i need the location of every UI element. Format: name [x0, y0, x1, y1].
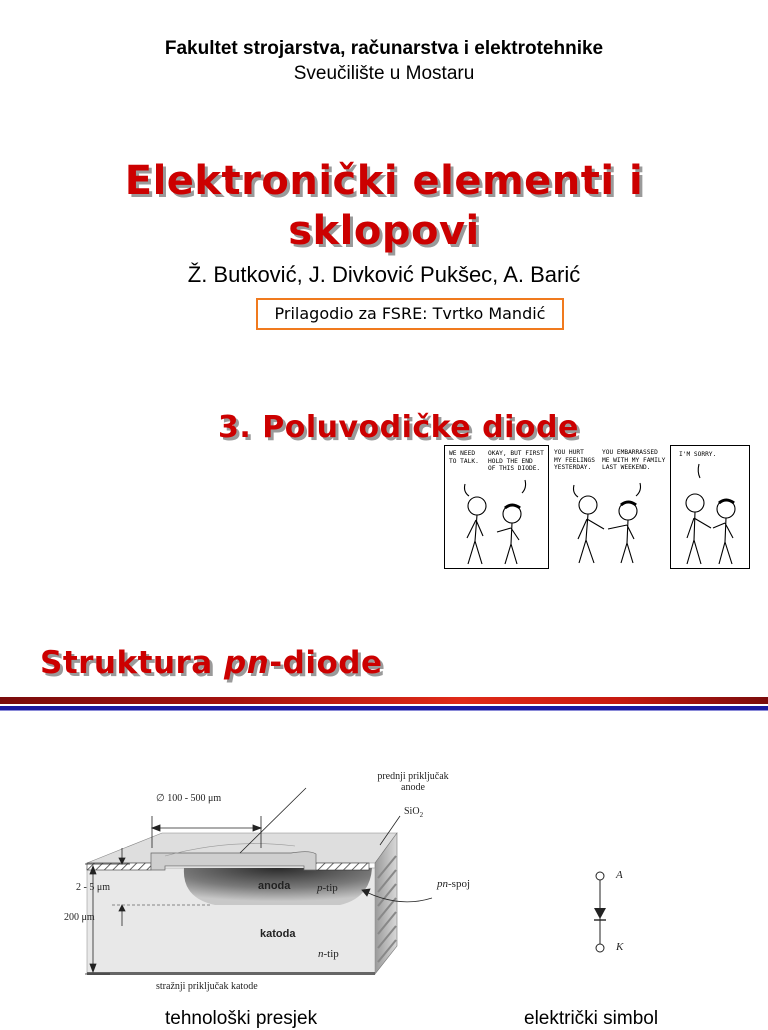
diode-cross-section-figure: ∅ 100 - 500 μm prednji priključak anode … — [64, 768, 470, 1000]
section-title: Struktura pn-diode — [40, 645, 382, 681]
p-type-italic: p — [317, 882, 323, 894]
back-contact-label: stražnji priključak katode — [156, 981, 258, 992]
n-type-label: n-tip — [318, 948, 339, 960]
anode-terminal-label: A — [616, 869, 623, 881]
front-contact-label: prednji priključak anode — [358, 771, 468, 793]
junction-suffix: -spoj — [448, 878, 470, 890]
caption-cross-section: tehnološki presjek — [165, 1008, 318, 1029]
anode-label: anoda — [258, 880, 291, 892]
divider-red — [0, 697, 768, 704]
diameter-label: ∅ 100 - 500 μm — [156, 793, 222, 804]
junction-italic: pn — [437, 878, 448, 890]
title-prefix: Struktura — [40, 645, 225, 681]
p-type-suffix: -tip — [322, 882, 338, 894]
comic-panel-3: I'M SORRY. — [670, 445, 750, 569]
p-type-label: p-tip — [317, 882, 338, 894]
comic-speech: OKAY, BUT FIRST HOLD THE END OF THIS DIO… — [488, 450, 544, 473]
oxide-label: SiO2 — [404, 806, 423, 819]
comic-panel-1: WE NEED TO TALK. OKAY, BUT FIRST HOLD TH… — [444, 445, 549, 569]
comic-speech: YOU HURT MY FEELINGS YESTERDAY. — [554, 449, 595, 472]
divider-blue — [0, 706, 768, 710]
n-type-suffix: -tip — [323, 948, 339, 960]
front-contact-label-line2: anode — [401, 782, 425, 793]
depth-label: 2 - 5 μm — [76, 882, 110, 893]
oxide-subscript: 2 — [419, 811, 424, 819]
title-suffix: -diode — [269, 645, 383, 681]
comic-speech: WE NEED TO TALK. — [449, 450, 479, 465]
university-name: Sveučilište u Mostaru — [293, 63, 475, 84]
junction-label: pn-spoj — [437, 878, 470, 890]
thickness-label: 200 μm — [64, 912, 95, 923]
comic-panel-2: YOU HURT MY FEELINGS YESTERDAY. YOU EMBA… — [550, 445, 666, 569]
n-type-italic: n — [318, 948, 324, 960]
diode-symbol: A K — [585, 860, 645, 970]
authors: Ž. Butković, J. Divković Pukšec, A. Bari… — [187, 262, 581, 287]
stick-figures-illustration — [463, 479, 527, 565]
faculty-name: Fakultet strojarstva, računarstva i elek… — [164, 38, 604, 59]
front-contact-label-line1: prednji priključak — [377, 771, 449, 782]
stick-figures-illustration — [572, 482, 642, 564]
adapted-by-box: Prilagodio za FSRE: Tvrtko Mandić — [256, 298, 564, 330]
caption-symbol: električki simbol — [524, 1008, 659, 1029]
oxide-text: SiO — [404, 806, 420, 817]
cross-section-drawing — [85, 787, 433, 975]
cathode-label: katoda — [260, 928, 296, 940]
cathode-terminal-label: K — [616, 941, 624, 953]
comic-speech: I'M SORRY. — [679, 451, 717, 458]
comic-speech: YOU EMBARRASSED ME WITH MY FAMILY LAST W… — [602, 449, 666, 472]
diode-symbol-icon — [594, 871, 606, 953]
chapter-title: 3. Poluvodičke diode — [218, 410, 579, 445]
xkcd-comic: WE NEED TO TALK. OKAY, BUT FIRST HOLD TH… — [444, 445, 766, 571]
stick-figures-illustration — [685, 463, 736, 565]
title-italic: pn — [224, 645, 270, 681]
course-title-line2: sklopovi — [288, 208, 480, 254]
course-title-line1: Elektronički elementi i — [124, 158, 644, 204]
